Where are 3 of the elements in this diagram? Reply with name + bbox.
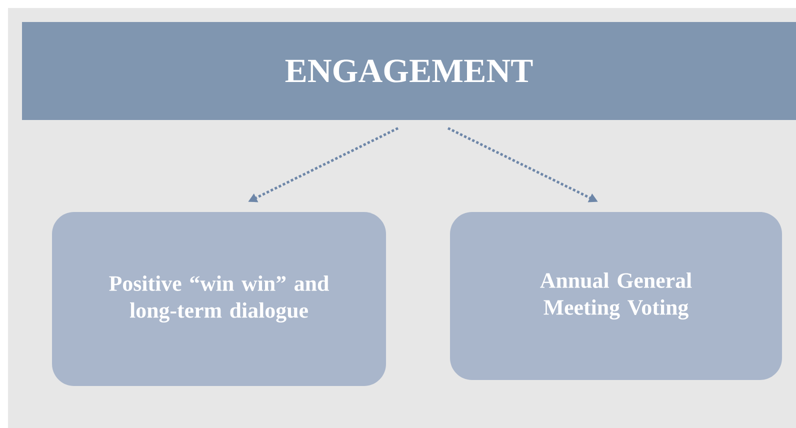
rounded-box: Annual General Meeting Voting [450, 212, 782, 380]
rounded-box: Positive “win win” and long-term dialogue [52, 212, 386, 386]
title-banner: ENGAGEMENT [22, 22, 796, 120]
